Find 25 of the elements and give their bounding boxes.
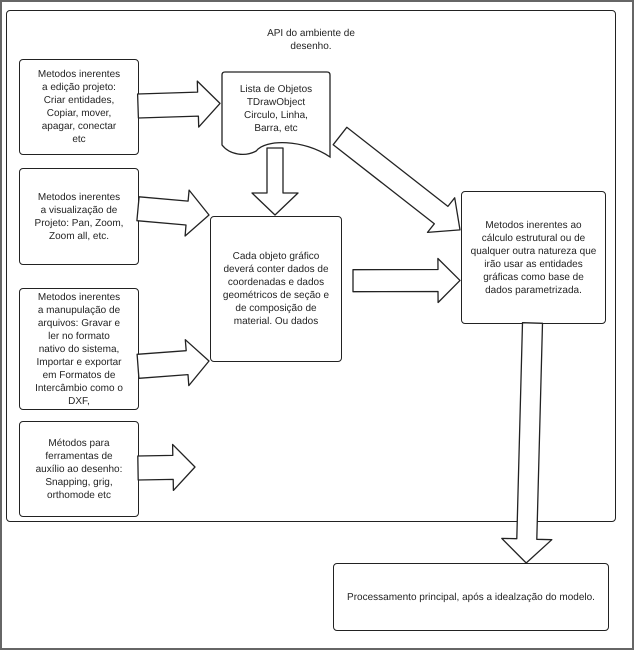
block-arrow	[332, 126, 461, 234]
block-arrow	[352, 258, 461, 304]
node-text: Cada objeto gráfico deverá conter dados de coordenadas e dados geométricos de seção e de composição de material. Ou dados	[222, 250, 330, 328]
process-box	[19, 421, 139, 517]
process-box	[333, 563, 609, 631]
document-shape	[221, 71, 331, 159]
node-text: Metodos inerentes a manupulação de arquivos: Gravar e ler no formato nativo do sistema, Importar e exportar em Formatos de Intercâmbio como o DXF,	[34, 290, 124, 408]
block-arrow	[136, 339, 210, 386]
process-box	[19, 168, 139, 265]
node-text: Lista de Objetos TDrawObject Circulo, Linha, Barra, etc	[238, 83, 314, 135]
node-text: Metodos inerentes ao cálculo estrutural ou de qualquer outra natureza que irão usar as entidades gráficas como base de dados parametrizada.	[470, 218, 597, 296]
block-arrow	[251, 147, 299, 216]
process-box	[19, 59, 139, 155]
process-box	[461, 191, 606, 324]
node-text: Metodos inerentes a visualização de Projeto: Pan, Zoom, Zoom all, etc.	[34, 190, 124, 242]
block-arrow	[136, 189, 210, 237]
node-text: Metodos inerentes a edição projeto: Criar entidades, Copiar, mover, apagar, conectar etc	[36, 68, 122, 146]
process-box	[19, 288, 139, 410]
process-box	[210, 216, 342, 362]
node-text: Métodos para ferramentas de auxílio ao desenho: Snapping, grig, orthomode etc	[34, 436, 124, 502]
group-title: API do ambiente de desenho.	[266, 27, 356, 53]
block-arrow	[137, 444, 196, 492]
block-arrow	[501, 322, 552, 564]
node-text: Processamento principal, após a idealzação do modelo.	[347, 590, 595, 604]
block-arrow	[136, 80, 221, 128]
